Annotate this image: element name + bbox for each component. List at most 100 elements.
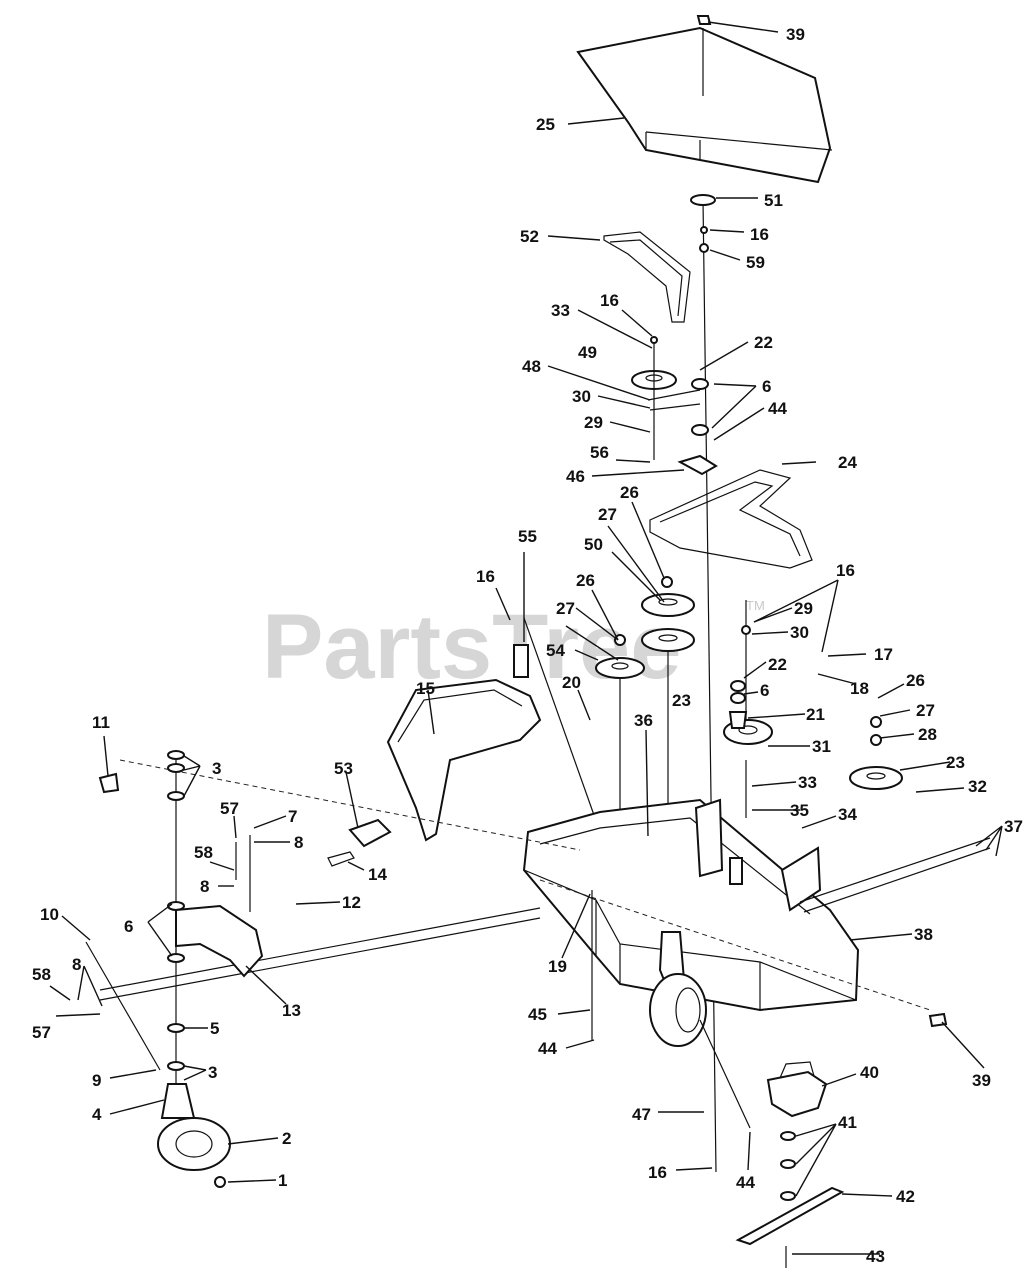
spring-14 [327, 851, 355, 867]
callout: 34 [838, 805, 857, 824]
callout: 6 [124, 917, 133, 936]
washer-41a [780, 1131, 796, 1141]
callout: 32 [968, 777, 987, 796]
callout: 23 [672, 691, 691, 710]
callout: 24 [838, 453, 857, 472]
callout: 14 [368, 865, 387, 884]
callout: 20 [562, 673, 581, 692]
deck-cover [576, 26, 832, 184]
pulley-23-center [641, 628, 695, 652]
callout: 26 [620, 483, 639, 502]
center-shaft-line [702, 199, 717, 1173]
callout: 41 [838, 1113, 857, 1132]
callout: 51 [764, 191, 783, 210]
callout: 40 [860, 1063, 879, 1082]
idler-bracket [677, 454, 718, 476]
callout: 29 [794, 599, 813, 618]
callout: 35 [790, 801, 809, 820]
callout: 10 [40, 905, 59, 924]
callout: 23 [946, 753, 965, 772]
callout: 42 [896, 1187, 915, 1206]
callout: 8 [72, 955, 81, 974]
callout: 16 [836, 561, 855, 580]
callout: 5 [210, 1019, 219, 1038]
callout: 27 [598, 505, 617, 524]
callout: 44 [768, 399, 787, 418]
washer-51 [690, 194, 716, 206]
callout: 2 [282, 1129, 291, 1148]
callout-labels: 39 25 51 16 59 52 16 33 22 49 48 6 30 44… [32, 25, 1023, 1266]
nut-1 [214, 1176, 226, 1188]
callout: 7 [288, 807, 297, 826]
callout: 47 [632, 1105, 651, 1124]
callout: 22 [754, 333, 773, 352]
pulley-23-right [849, 766, 903, 790]
callout: 57 [220, 799, 239, 818]
bracket-right [780, 846, 822, 912]
callout: 36 [634, 711, 653, 730]
nut-59 [699, 243, 709, 253]
callout: 16 [476, 567, 495, 586]
callout: 50 [584, 535, 603, 554]
bracket-left [694, 798, 724, 878]
callout: 22 [768, 655, 787, 674]
watermark-text: PartsTree [262, 596, 681, 698]
callout: 39 [786, 25, 805, 44]
washer-41b [780, 1159, 796, 1169]
parts-drawing [85, 15, 991, 1268]
caster-wheel-right [649, 973, 707, 1047]
arm-37 [799, 837, 991, 913]
callout: 46 [566, 467, 585, 486]
callout: 45 [528, 1005, 547, 1024]
belt-guard-15 [386, 678, 542, 842]
callout: 30 [790, 623, 809, 642]
deck-arm-13 [175, 904, 264, 978]
rod-55 [523, 617, 601, 833]
callout: 58 [194, 843, 213, 862]
callout: 26 [576, 571, 595, 590]
callout: 56 [590, 443, 609, 462]
callout: 57 [32, 1023, 51, 1042]
callout: 28 [918, 725, 937, 744]
callout: 43 [866, 1247, 885, 1266]
washer-41c [780, 1191, 796, 1201]
belt-52 [603, 231, 691, 323]
callout: 16 [750, 225, 769, 244]
callout: 27 [916, 701, 935, 720]
rod-9 [85, 941, 161, 1071]
callout: 38 [914, 925, 933, 944]
callout: 16 [648, 1163, 667, 1182]
block-55 [513, 644, 529, 678]
watermark: PartsTree TM [262, 596, 765, 698]
callout: 55 [518, 527, 537, 546]
callout: 16 [600, 291, 619, 310]
callout: 21 [806, 705, 825, 724]
callout: 18 [850, 679, 869, 698]
callout: 4 [92, 1105, 102, 1124]
callout: 27 [556, 599, 575, 618]
blade-42 [735, 1186, 845, 1246]
callout: 8 [200, 877, 209, 896]
callout: 39 [972, 1071, 991, 1090]
callout: 58 [32, 965, 51, 984]
watermark-tm: TM [746, 598, 765, 613]
bolt-39-top [696, 15, 712, 25]
callout: 15 [416, 679, 435, 698]
callout: 26 [906, 671, 925, 690]
belt-24 [649, 469, 813, 569]
callout: 6 [760, 681, 769, 700]
callout: 9 [92, 1071, 101, 1090]
caster-yoke-4 [160, 1083, 196, 1119]
spindle-40 [766, 1070, 828, 1118]
callout: 52 [520, 227, 539, 246]
pulley-54 [595, 657, 645, 679]
callout: 19 [548, 957, 567, 976]
plate-53 [348, 818, 392, 848]
bar-12 [99, 907, 541, 1001]
callout: 44 [538, 1039, 557, 1058]
callout: 29 [584, 413, 603, 432]
callout: 33 [798, 773, 817, 792]
callout: 1 [278, 1171, 287, 1190]
callout: 31 [812, 737, 831, 756]
